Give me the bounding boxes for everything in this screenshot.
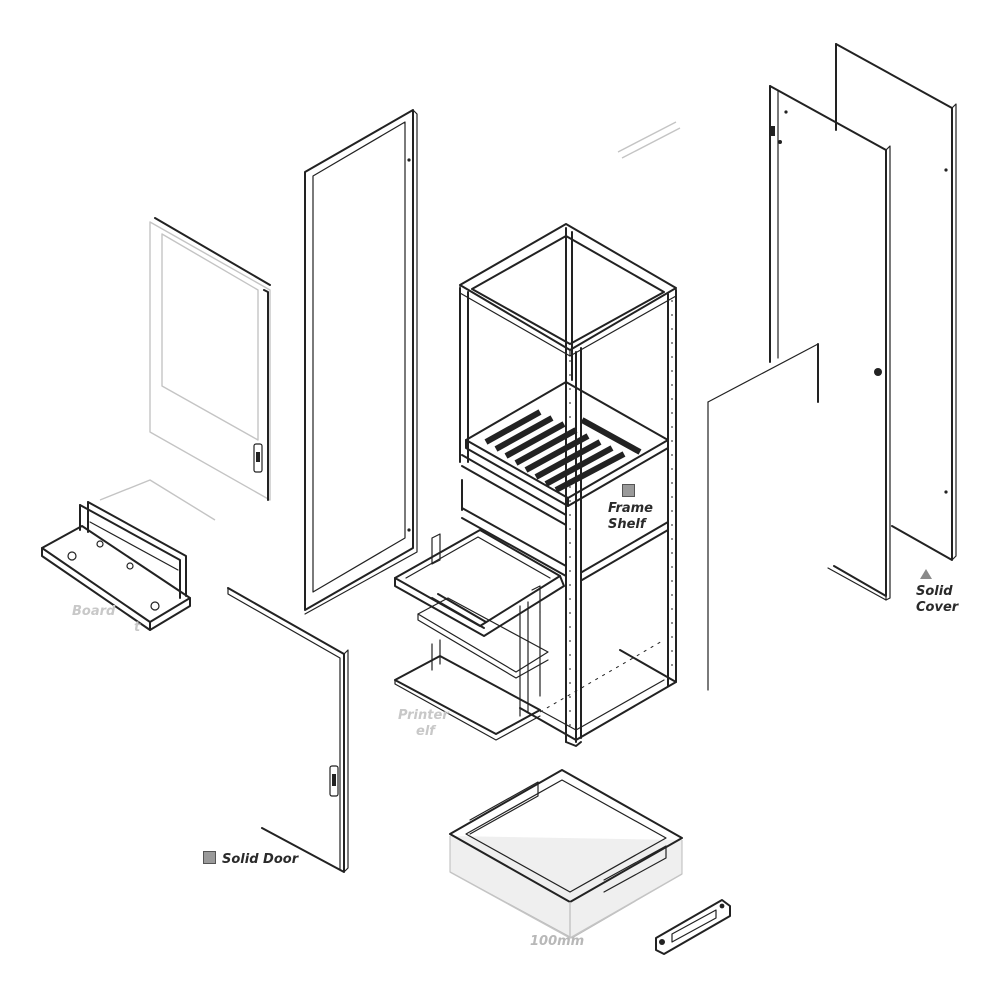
faint-plinth-label-text: 100mm	[530, 934, 585, 949]
printer-shelf	[394, 597, 549, 741]
plinth-handle	[655, 899, 731, 955]
plinth-base	[449, 769, 683, 939]
solid-door-label: Solid Door	[203, 851, 298, 868]
solid-cover-label-line2: Cover	[916, 600, 959, 615]
frame-shelf-label-line1: Frame	[608, 501, 653, 516]
solid-cover-label-line1: Solid	[916, 584, 953, 599]
faint-printer-shelf-label: Printer elf	[398, 708, 449, 740]
solid-door-label-text: Solid Door	[222, 852, 299, 867]
faint-printer-label-2: elf	[416, 724, 435, 739]
faint-top-strokes	[617, 121, 681, 159]
solid-door	[227, 587, 349, 873]
faint-board-label-text-2: t	[134, 620, 141, 635]
sliding-shelf	[394, 529, 565, 637]
triangle-marker-icon	[920, 569, 932, 579]
glass-door-left	[304, 109, 418, 615]
side-panel-glass	[707, 343, 887, 691]
square-marker-icon	[203, 851, 216, 864]
frame-shelf-vented	[465, 381, 669, 507]
frame-shelf-label: Frame Shelf	[608, 484, 653, 533]
mounting-bracket	[41, 479, 216, 631]
faint-board-label: Board t	[72, 604, 140, 636]
faint-printer-label-1: Printer	[398, 708, 449, 723]
solid-cover-label: Solid Cover	[916, 568, 958, 616]
frame-shelf-label-line2: Shelf	[608, 517, 646, 532]
faded-door-back	[149, 217, 271, 501]
rear-door	[769, 85, 891, 601]
solid-cover-panel	[835, 43, 957, 561]
faint-plinth-label: 100mm	[530, 934, 584, 950]
faint-board-label-text: Board	[72, 604, 116, 619]
rack-frame	[459, 223, 677, 747]
square-marker-icon	[622, 484, 635, 497]
